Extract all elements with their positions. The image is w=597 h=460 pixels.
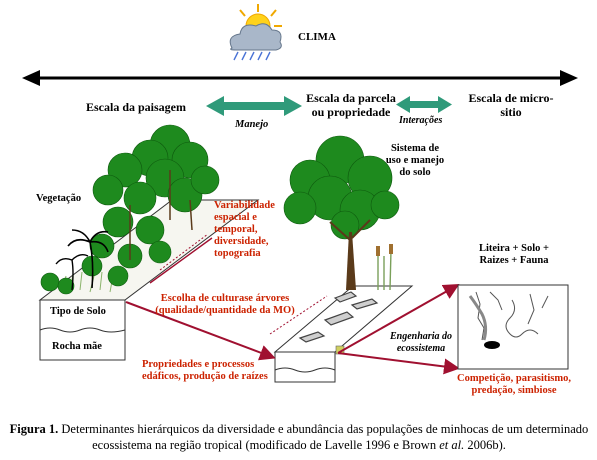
- figure-caption: Figura 1. Determinantes hierárquicos da …: [6, 421, 592, 454]
- caption-et-al: et al.: [439, 438, 465, 453]
- center-dotted-line: [269, 295, 328, 335]
- plot-illustration: [273, 135, 414, 383]
- microsite-scale-line2: sitio: [500, 104, 522, 119]
- variability-link-line: [149, 237, 213, 284]
- vegetation-label: Vegetação: [36, 193, 82, 204]
- caption-figure-label: Figura 1.: [9, 422, 59, 436]
- variability-line1: Variabilidade: [214, 200, 275, 211]
- interacoes-arrow: [396, 96, 452, 113]
- variability-line4: diversidade,: [214, 236, 269, 248]
- litter-soil-label: Liteira + Solo + Raizes + Fauna: [460, 243, 568, 267]
- microsite-scale-label: Escala de micro- sitio: [455, 91, 567, 120]
- manejo-label: Manejo: [235, 119, 269, 130]
- soil-type-label: Tipo de Solo: [50, 306, 106, 317]
- soil-properties-line2: edáficos, produção de raízes: [142, 371, 268, 383]
- land-use-system-label: Sistema de uso e manejo do solo: [374, 143, 456, 179]
- diagram-artwork: [22, 4, 578, 383]
- variability-dotted-line: [159, 233, 209, 271]
- crop-choice-label: Escolha de culturase árvores (qualidade/…: [134, 293, 316, 317]
- land-use-system-line2: uso e manejo: [385, 155, 445, 167]
- sun-cloud-rain-icon: [229, 4, 282, 61]
- plot-scale-line2: ou propriedade: [311, 104, 391, 119]
- variability-label: Variabilidade espacial e temporal, diver…: [214, 200, 275, 260]
- parent-rock-label: Rocha mãe: [52, 341, 102, 352]
- soil-properties-label: Propriedades e processos edáficos, produ…: [142, 359, 268, 383]
- landscape-scale-label: Escala da paisagem: [86, 100, 187, 114]
- red-connector-arrows: [125, 284, 460, 375]
- caption-text-part2: 2006b).: [464, 438, 506, 453]
- variability-line3: temporal,: [214, 224, 258, 236]
- soil-properties-line1: Propriedades e processos: [142, 359, 255, 370]
- crop-choice-line2: (qualidade/quantidade da MO): [155, 305, 295, 317]
- plot-scale-line1: Escala da parcela: [306, 91, 396, 105]
- litter-soil-line1: Liteira + Solo +: [478, 243, 549, 254]
- competition-line2: predação, simbiose: [471, 385, 557, 397]
- land-use-system-line1: Sistema de: [390, 143, 440, 154]
- interacoes-label: Interações: [399, 115, 443, 126]
- crop-choice-line1: Escolha de culturase árvores: [160, 293, 290, 304]
- land-use-system-line3: do solo: [399, 167, 431, 179]
- variability-line5: topografia: [214, 248, 261, 260]
- ecosystem-engineering-label: Engenharia do ecossistema: [380, 331, 462, 354]
- scale-axis-arrow: [22, 70, 578, 86]
- variability-line2: espacial e: [214, 212, 257, 224]
- ecosystem-engineering-line1: Engenharia do: [390, 331, 452, 342]
- litter-soil-line2: Raizes + Fauna: [479, 255, 549, 267]
- ecosystem-engineering-line2: ecossistema: [396, 342, 446, 354]
- landscape-illustration: [38, 124, 260, 361]
- plot-scale-label: Escala da parcela ou propriedade: [300, 91, 402, 120]
- caption-text-part1: Determinantes hierárquicos da diversidad…: [58, 422, 589, 453]
- microsite-box: [457, 284, 569, 370]
- competition-line1: Competição, parasitismo,: [456, 373, 572, 384]
- soil-profile: [39, 299, 126, 361]
- competition-label: Competição, parasitismo, predação, simbi…: [452, 373, 576, 397]
- climate-label: CLIMA: [298, 31, 336, 43]
- microsite-scale-line1: Escala de micro-: [468, 91, 554, 105]
- manejo-arrow: [206, 96, 302, 116]
